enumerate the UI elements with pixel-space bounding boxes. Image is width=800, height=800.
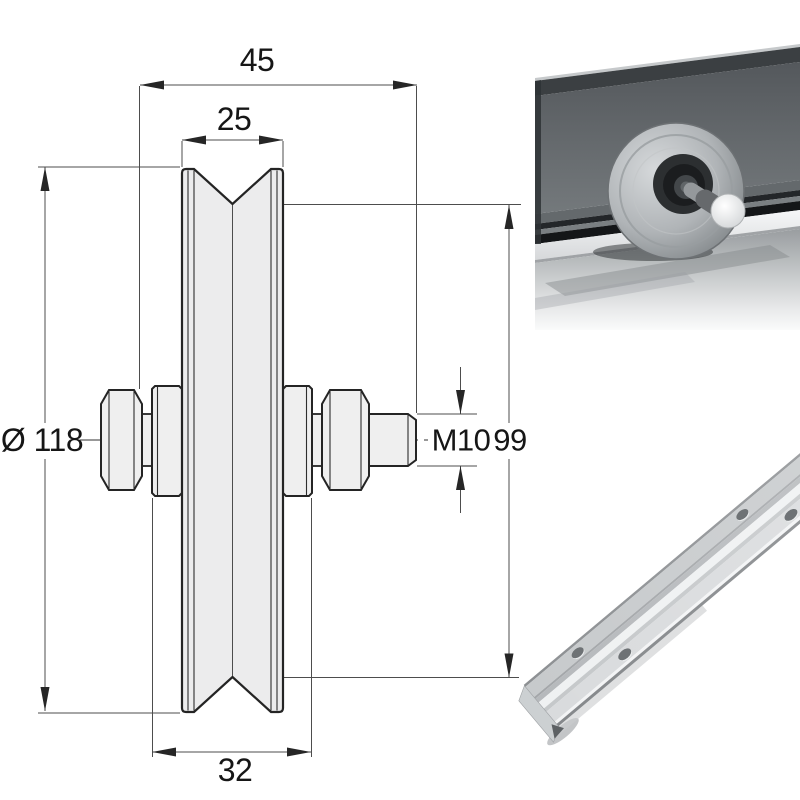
dim-diameter-118 (40, 167, 50, 711)
label-wheel-diameter: Ø 118 (0, 422, 84, 458)
floor-reflection-2 (535, 272, 695, 310)
arrow-down (40, 687, 50, 711)
rail-screw-holes (571, 508, 799, 662)
label-hub-length: 32 (217, 752, 253, 788)
washer-right (282, 385, 313, 497)
dim-99 (504, 205, 514, 678)
washer-left (151, 385, 183, 497)
arrow-left (140, 80, 164, 90)
label-groove-width: 25 (216, 101, 252, 137)
arrow-right (393, 80, 417, 90)
label-thread-size: M10 (431, 422, 491, 458)
axle-neck-left (141, 413, 153, 467)
arrow-right (287, 747, 311, 757)
axle-neck-right (311, 413, 323, 467)
floor-reflection (545, 245, 790, 296)
dim-45 (140, 80, 417, 90)
photo-wheel-face-ring (632, 147, 720, 235)
label-axle-length: 45 (239, 42, 275, 78)
rail-end-notch (551, 724, 564, 739)
arrow-up (40, 167, 50, 191)
arrow-up (456, 466, 465, 490)
photo-wheel-rim-ring (619, 134, 733, 248)
dim-m10 (456, 367, 465, 513)
arrow-down (456, 390, 465, 414)
arrow-left (152, 747, 176, 757)
dim-32 (152, 747, 311, 757)
rail-under-shadow (549, 605, 707, 740)
wheel-front-view (180, 167, 285, 714)
rail-length-sheen (523, 452, 800, 727)
arrow-right (259, 135, 283, 145)
hex-nut-left (100, 389, 143, 491)
photo-inset-track (535, 44, 800, 330)
arrow-down (504, 653, 514, 678)
hex-nut-right (321, 389, 370, 491)
beam-top-highlight (535, 44, 800, 81)
photo-inset-rail (518, 452, 800, 746)
arrow-left (182, 135, 206, 145)
threaded-stud (368, 413, 417, 467)
floor (535, 229, 800, 330)
photo-bolt-end (710, 193, 746, 229)
dim-25 (182, 135, 283, 145)
beam-end-cap (535, 80, 541, 244)
beam-top-band (535, 47, 800, 96)
label-groove-root-height: 99 (493, 422, 527, 458)
arrow-up (504, 205, 514, 229)
